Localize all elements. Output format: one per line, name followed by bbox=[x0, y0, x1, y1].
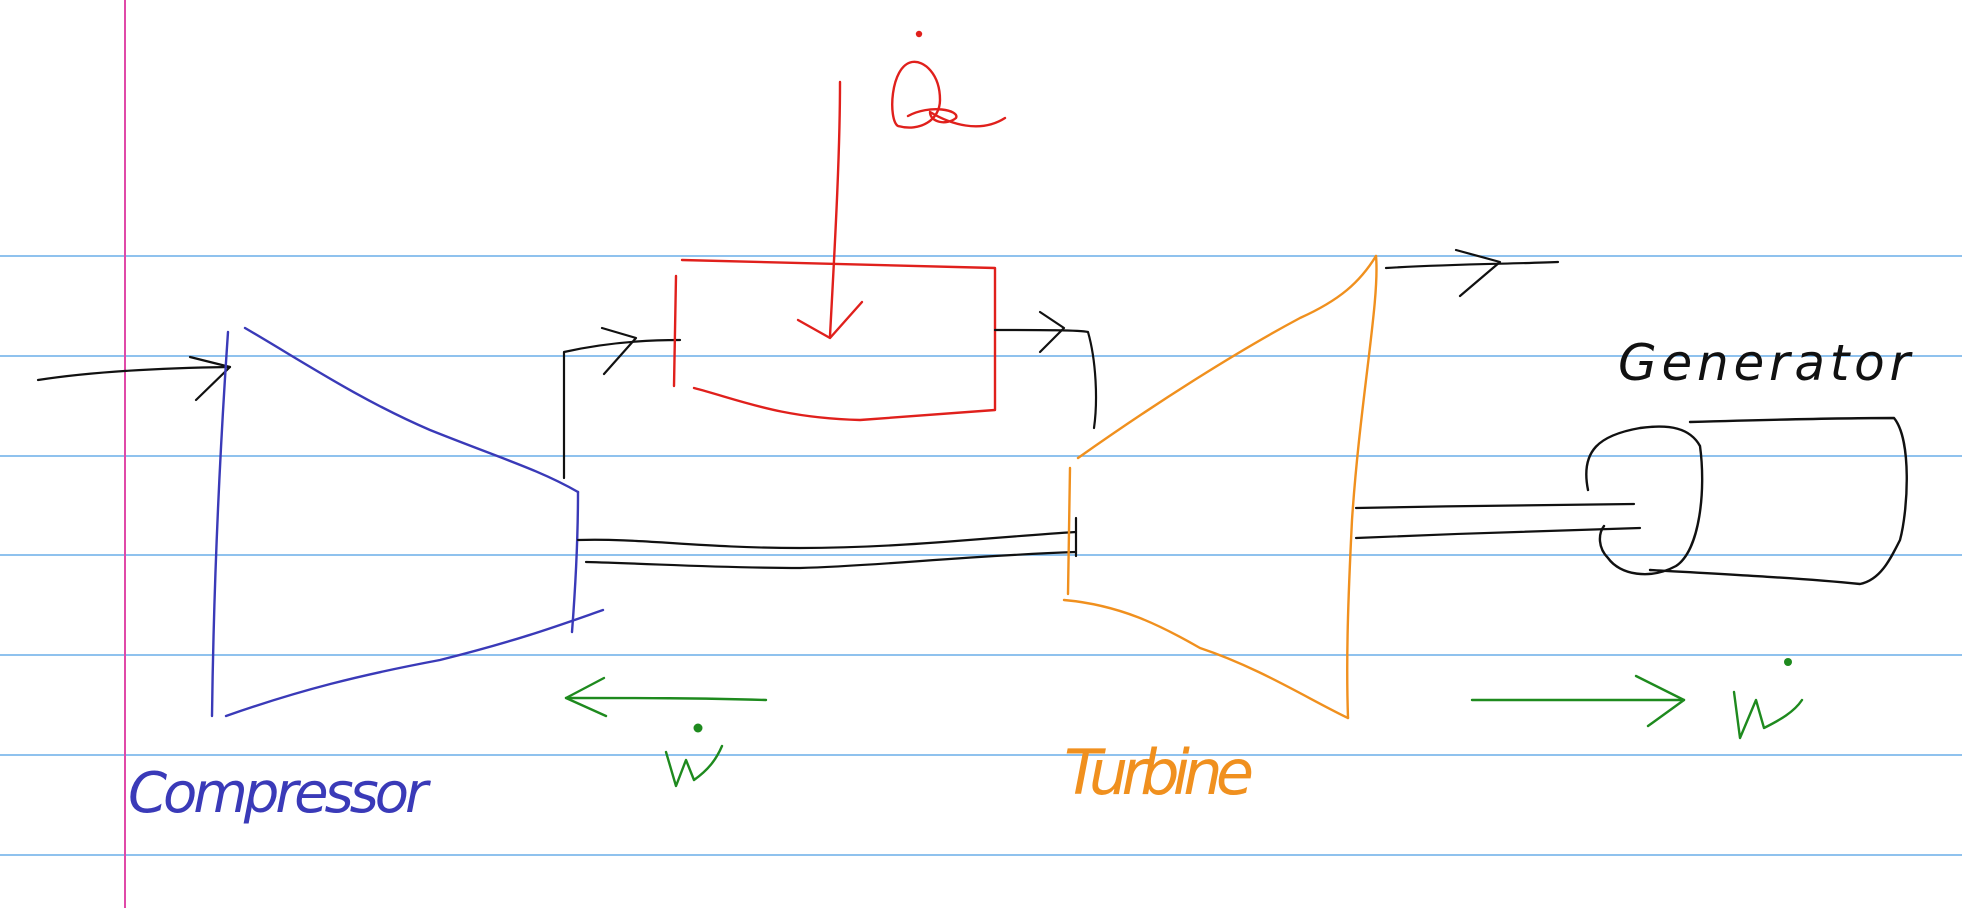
w-dot bbox=[693, 723, 703, 733]
w-glyph bbox=[1732, 690, 1804, 740]
heat-input-arrow bbox=[796, 80, 864, 340]
compressor-to-heater-line bbox=[562, 326, 682, 480]
w-dot bbox=[1784, 658, 1792, 666]
combustor-shape bbox=[672, 258, 997, 422]
ruled-lines bbox=[0, 255, 1962, 856]
heater-to-turbine-line bbox=[993, 310, 1098, 430]
shaft bbox=[576, 516, 1078, 570]
q-dot bbox=[915, 30, 923, 38]
generator-shaft bbox=[1354, 502, 1642, 540]
compressor-label: Compressor bbox=[128, 761, 431, 826]
inlet-arrow bbox=[36, 355, 232, 402]
generator-label: Generator bbox=[1618, 334, 1913, 392]
work-arrow-right bbox=[1470, 674, 1686, 728]
heat-label: Q bbox=[891, 30, 1007, 129]
work-arrow-left bbox=[564, 676, 768, 718]
work-label-left: W bbox=[664, 723, 724, 788]
turbine-shape bbox=[1062, 254, 1378, 720]
compressor-shape bbox=[210, 326, 605, 718]
exhaust-arrow bbox=[1384, 248, 1560, 298]
q-glyph bbox=[891, 60, 942, 129]
q-tail bbox=[906, 108, 1007, 128]
generator-shape bbox=[1585, 416, 1908, 586]
w-glyph bbox=[664, 744, 724, 788]
turbine-label: Turbine bbox=[1064, 736, 1254, 809]
work-label-right: W bbox=[1732, 658, 1804, 740]
